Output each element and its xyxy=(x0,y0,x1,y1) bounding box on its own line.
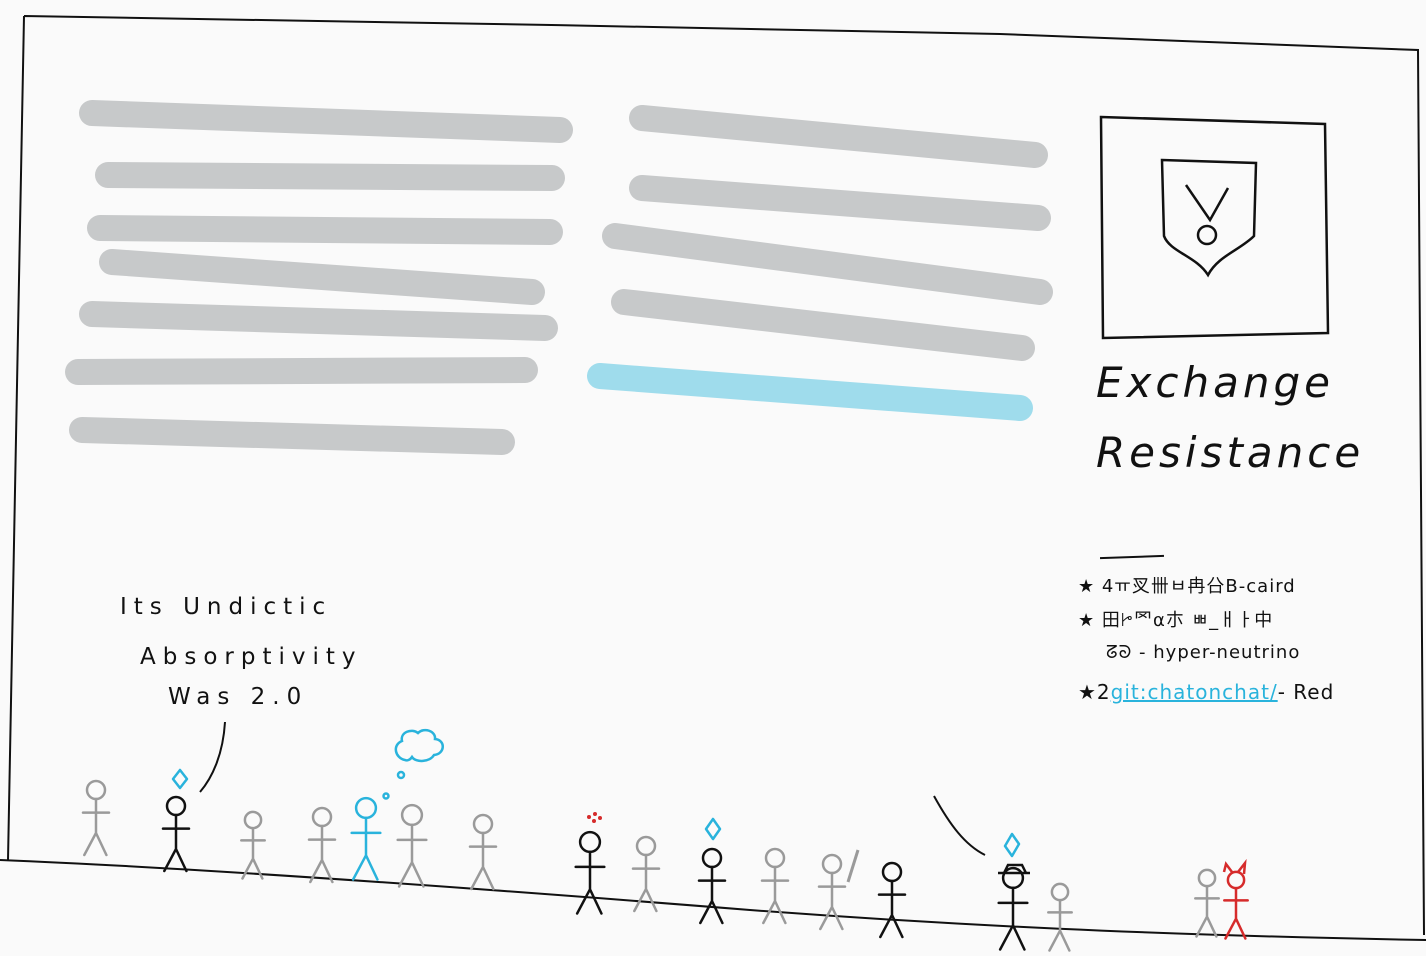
shield-emblem-icon xyxy=(1160,158,1258,278)
speech-line-3: Was 2.0 xyxy=(168,684,309,710)
stick-figure xyxy=(307,806,337,884)
credit-line-2b: ᘔᘐ - hyper-neutrino xyxy=(1106,642,1301,663)
redacted-bar xyxy=(69,417,515,455)
redacted-bar xyxy=(629,105,1048,168)
hat-prop xyxy=(998,863,1030,875)
speech-line xyxy=(199,721,226,793)
stick-figure xyxy=(760,847,790,925)
redacted-bar xyxy=(65,357,538,385)
speech-line-2: Absorptivity xyxy=(140,644,363,670)
red-mark-icon xyxy=(587,812,602,823)
credit-author: - Red xyxy=(1277,680,1335,704)
redacted-middle-column xyxy=(587,105,1053,421)
stick-figure xyxy=(1047,882,1073,952)
stick-figure xyxy=(1223,870,1249,940)
redacted-bar xyxy=(611,289,1035,361)
redacted-bar-blue xyxy=(587,363,1033,421)
stick-figure xyxy=(396,803,428,888)
title-line-1: Exchange xyxy=(1096,358,1334,407)
stick-figure xyxy=(240,810,266,880)
sword-prop xyxy=(846,849,860,883)
stick-figure xyxy=(574,830,606,915)
stick-figure xyxy=(81,779,111,857)
title-line-2: Resistance xyxy=(1096,428,1365,477)
redacted-bar xyxy=(99,249,545,305)
devil-horns xyxy=(1222,858,1247,875)
stick-figure xyxy=(697,847,727,925)
stick-figure xyxy=(350,796,382,881)
stick-figure xyxy=(877,861,907,939)
redacted-left-column xyxy=(65,100,573,455)
stick-figure xyxy=(631,835,661,913)
blue-diamond-icon xyxy=(171,768,1021,858)
stick-figure xyxy=(161,795,191,873)
redacted-bar xyxy=(629,175,1051,231)
stick-figure xyxy=(1194,868,1220,938)
thought-cloud-icon xyxy=(382,728,444,800)
logo-frame xyxy=(1099,115,1330,340)
redacted-bar xyxy=(79,301,558,341)
repo-link[interactable]: git:chatonchat/ xyxy=(1110,680,1278,704)
redacted-bar xyxy=(79,100,573,143)
stick-figure xyxy=(997,866,1029,951)
credit-line-2: ★ 田ꔵ罓⍺朩 ㅃ_ㅐㅏ中 xyxy=(1078,610,1274,631)
redacted-bar xyxy=(87,215,563,245)
credit-star: ★2 xyxy=(1078,680,1111,704)
stick-figure xyxy=(468,813,498,891)
stick-figures xyxy=(81,779,1249,952)
redacted-bar xyxy=(602,223,1053,305)
ground-line xyxy=(0,859,1426,941)
redacted-bar xyxy=(95,162,565,191)
credit-line-1: ★ 4ㅠ㕚卌ㅂ冉㕣B-caird xyxy=(1078,576,1296,597)
stick-figure xyxy=(817,853,847,931)
credit-line-3: ★2git:chatonchat/- Red xyxy=(1078,680,1334,704)
speech-line xyxy=(933,795,986,856)
speech-line-1: Its Undictic xyxy=(120,594,333,620)
page-border xyxy=(7,15,1425,936)
